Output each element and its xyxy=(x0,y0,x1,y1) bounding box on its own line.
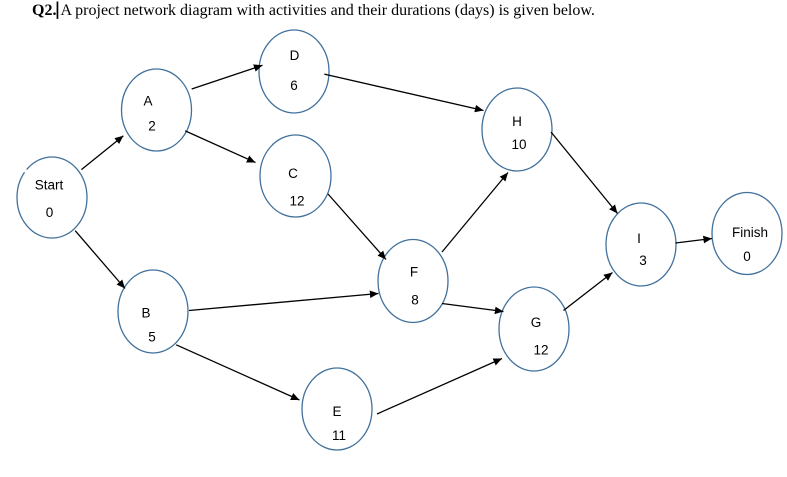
svg-text:A project network diagram with: A project network diagram with activitie… xyxy=(61,2,595,19)
svg-text:I: I xyxy=(637,231,641,246)
svg-text:A: A xyxy=(143,94,152,109)
svg-text:Q2.: Q2. xyxy=(32,2,56,19)
svg-text:E: E xyxy=(332,404,341,419)
svg-text:0: 0 xyxy=(46,205,54,220)
svg-text:D: D xyxy=(290,48,300,63)
svg-text:B: B xyxy=(141,306,150,321)
svg-text:11: 11 xyxy=(332,428,346,443)
svg-text:12: 12 xyxy=(289,193,304,208)
svg-text:3: 3 xyxy=(639,253,647,268)
svg-text:8: 8 xyxy=(411,293,419,308)
svg-text:12: 12 xyxy=(533,342,548,357)
svg-text:H: H xyxy=(512,114,522,129)
svg-text:6: 6 xyxy=(290,78,298,93)
svg-text:10: 10 xyxy=(511,137,526,152)
svg-text:Start: Start xyxy=(35,178,64,193)
svg-text:Finish: Finish xyxy=(732,225,768,240)
svg-text:G: G xyxy=(531,315,542,330)
svg-text:5: 5 xyxy=(148,330,156,345)
svg-text:2: 2 xyxy=(148,119,156,134)
svg-text:C: C xyxy=(288,166,298,181)
svg-text:0: 0 xyxy=(743,249,751,264)
svg-text:F: F xyxy=(410,264,418,279)
